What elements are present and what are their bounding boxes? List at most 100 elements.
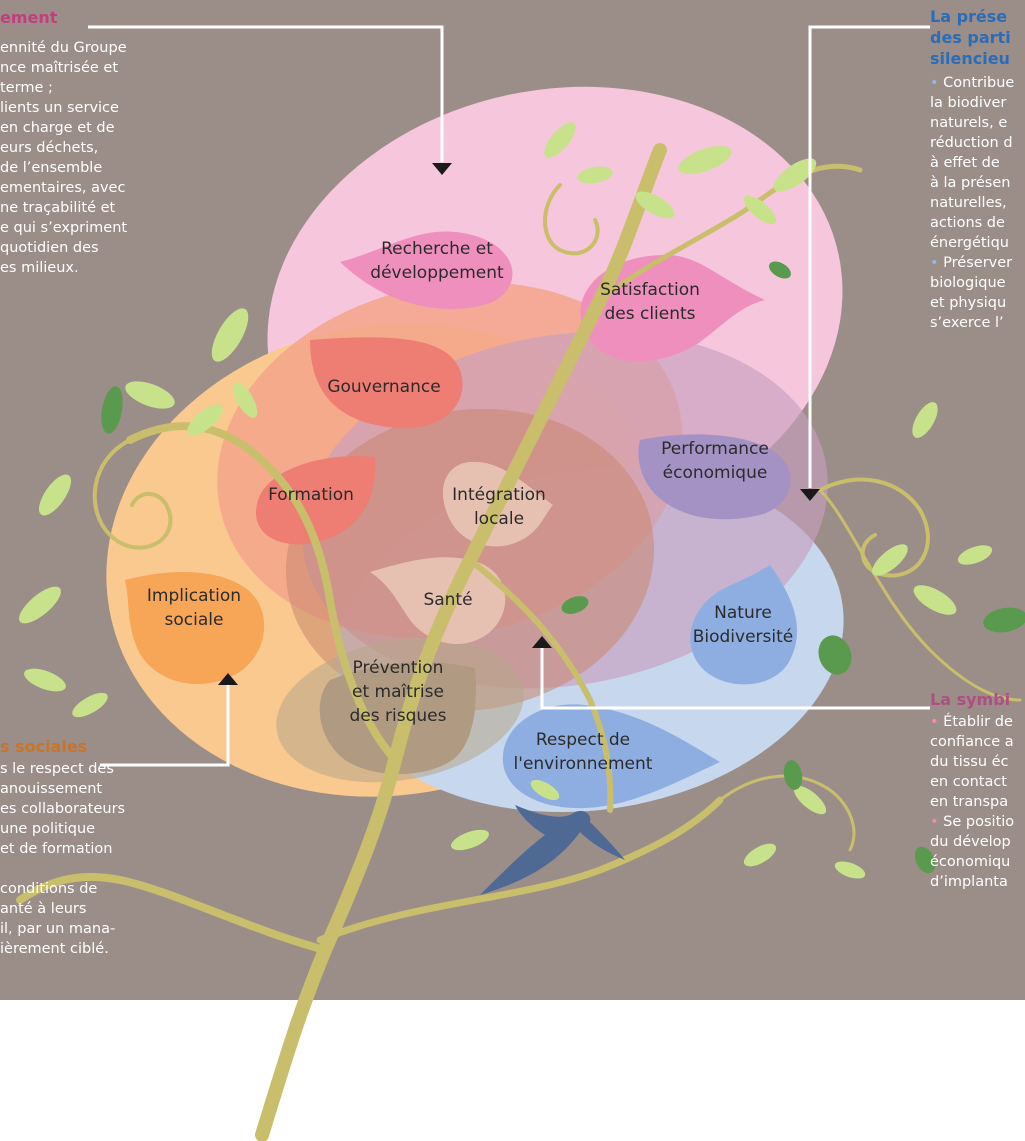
petal-respect <box>502 704 720 809</box>
petal-label-line: Biodiversité <box>693 627 794 647</box>
text-line: nce maîtrisée et <box>0 60 119 76</box>
tree-branch-mid <box>467 557 614 813</box>
petal-label-line: Intégration <box>452 485 546 505</box>
text-line: de l’ensemble <box>0 160 103 176</box>
swallow-bird <box>480 805 625 895</box>
panel-bottom-left-body: s le respect des anouissement es collabora… <box>0 759 125 959</box>
petal-label-line: sociale <box>165 610 224 630</box>
label-sante: Santé <box>423 590 472 610</box>
text-line: anouissement <box>0 781 103 797</box>
text-line: et de formation <box>0 841 113 857</box>
text-line: des parti <box>930 28 1011 47</box>
text-line: conditions de <box>0 881 98 897</box>
panel-bottom-right-body: • Établir de confiance a du tissu éc en con… <box>930 712 1014 892</box>
panel-top-left-heading: ement <box>0 8 58 27</box>
petal-label-line: Recherche et <box>381 239 493 259</box>
text-line: ennité du Groupe <box>0 40 127 56</box>
panel-bottom-right-heading: La symbi <box>930 690 1011 709</box>
panel-bottom-right: La symbi • Établir de confiance a du tissu… <box>930 690 1014 892</box>
label-respect: Respect de l'environnement <box>514 730 653 774</box>
vine-curl-top <box>543 183 600 256</box>
arrow-top-right <box>800 489 820 501</box>
text-line: s le respect des <box>0 761 114 777</box>
petal-recherche <box>340 231 513 309</box>
text-line: réduction d <box>930 135 1013 151</box>
petal-label-line: des risques <box>350 706 447 726</box>
text-line: la biodiver <box>930 95 1007 111</box>
text-line: biologique <box>930 275 1006 291</box>
text-line: en charge et de <box>0 120 115 136</box>
bullet-icon: • <box>930 814 939 830</box>
text-line: ementaires, avec <box>0 180 126 196</box>
text-line: s’exerce l’ <box>930 315 1004 331</box>
text-line: es collaborateurs <box>0 801 126 817</box>
text-line: • Se positio <box>930 814 1015 830</box>
text-line: anté à leurs <box>0 901 87 917</box>
bullet-icon: • <box>930 255 939 271</box>
text-line: es milieux. <box>0 260 79 276</box>
tree-branch-right <box>316 796 724 944</box>
petal-prevention <box>319 662 476 775</box>
petal-performance <box>638 434 791 520</box>
text-line: La prése <box>930 7 1008 26</box>
text-line: et physiqu <box>930 295 1007 311</box>
petal-label-line: Formation <box>268 485 354 505</box>
vine-right-edge <box>818 488 1022 702</box>
leaves-dark <box>101 261 1025 874</box>
text-line: silencieu <box>930 49 1010 68</box>
petal-nature <box>690 565 798 685</box>
text-line: • Établir de <box>930 714 1013 730</box>
bullet-icon: • <box>930 75 939 91</box>
petal-label-line: Performance <box>661 439 769 459</box>
text-line <box>0 859 125 879</box>
text-line: ne traçabilité et <box>0 200 116 216</box>
petal-gouvernance <box>310 337 463 429</box>
text-line: lients un service <box>0 100 119 116</box>
text-line: à la présen <box>930 175 1011 191</box>
connectors <box>88 25 930 767</box>
connector-top-right <box>808 25 930 488</box>
petal-label-line: des clients <box>604 304 695 324</box>
petal-label-line: Respect de <box>536 730 630 750</box>
petal-label-line: Satisfaction <box>600 280 700 300</box>
connector-bottom-left <box>100 685 230 767</box>
petal-label-line: Gouvernance <box>327 377 440 397</box>
vine-curl-left <box>92 438 173 550</box>
text-line: actions de <box>930 215 1005 231</box>
text-line: il, par un mana- <box>0 921 116 937</box>
arrow-top-left <box>432 163 452 175</box>
text-line: d’implanta <box>930 874 1008 890</box>
vine-curl-right <box>818 477 930 578</box>
text-line: confiance a <box>930 734 1014 750</box>
petal-label-line: et maîtrise <box>352 682 444 702</box>
petal-label-line: Implication <box>147 586 241 606</box>
petal-label-line: locale <box>474 509 524 529</box>
petal-sante <box>370 557 506 645</box>
panel-top-right-heading: La prése des parti silencieu <box>930 6 1014 69</box>
text-line: • Préserver <box>930 255 1013 271</box>
petal-label-line: Nature <box>714 603 772 623</box>
text-line: quotidien des <box>0 240 99 256</box>
label-integration: Intégration locale <box>452 485 546 529</box>
text-line: en transpa <box>930 794 1009 810</box>
petal-label-line: Santé <box>423 590 472 610</box>
label-satisfaction: Satisfaction des clients <box>600 280 700 324</box>
text-line: du tissu éc <box>930 754 1009 770</box>
arrow-bottom-right <box>532 636 552 648</box>
petal-label-line: l'environnement <box>514 754 653 774</box>
text-line: eurs déchets, <box>0 140 99 156</box>
label-gouvernance: Gouvernance <box>327 377 440 397</box>
text-line: en contact <box>930 774 1007 790</box>
arrow-bottom-left <box>218 673 238 685</box>
tree-branch-low <box>16 872 329 954</box>
text-line: e qui s’expriment <box>0 220 128 236</box>
text-line: naturels, e <box>930 115 1008 131</box>
